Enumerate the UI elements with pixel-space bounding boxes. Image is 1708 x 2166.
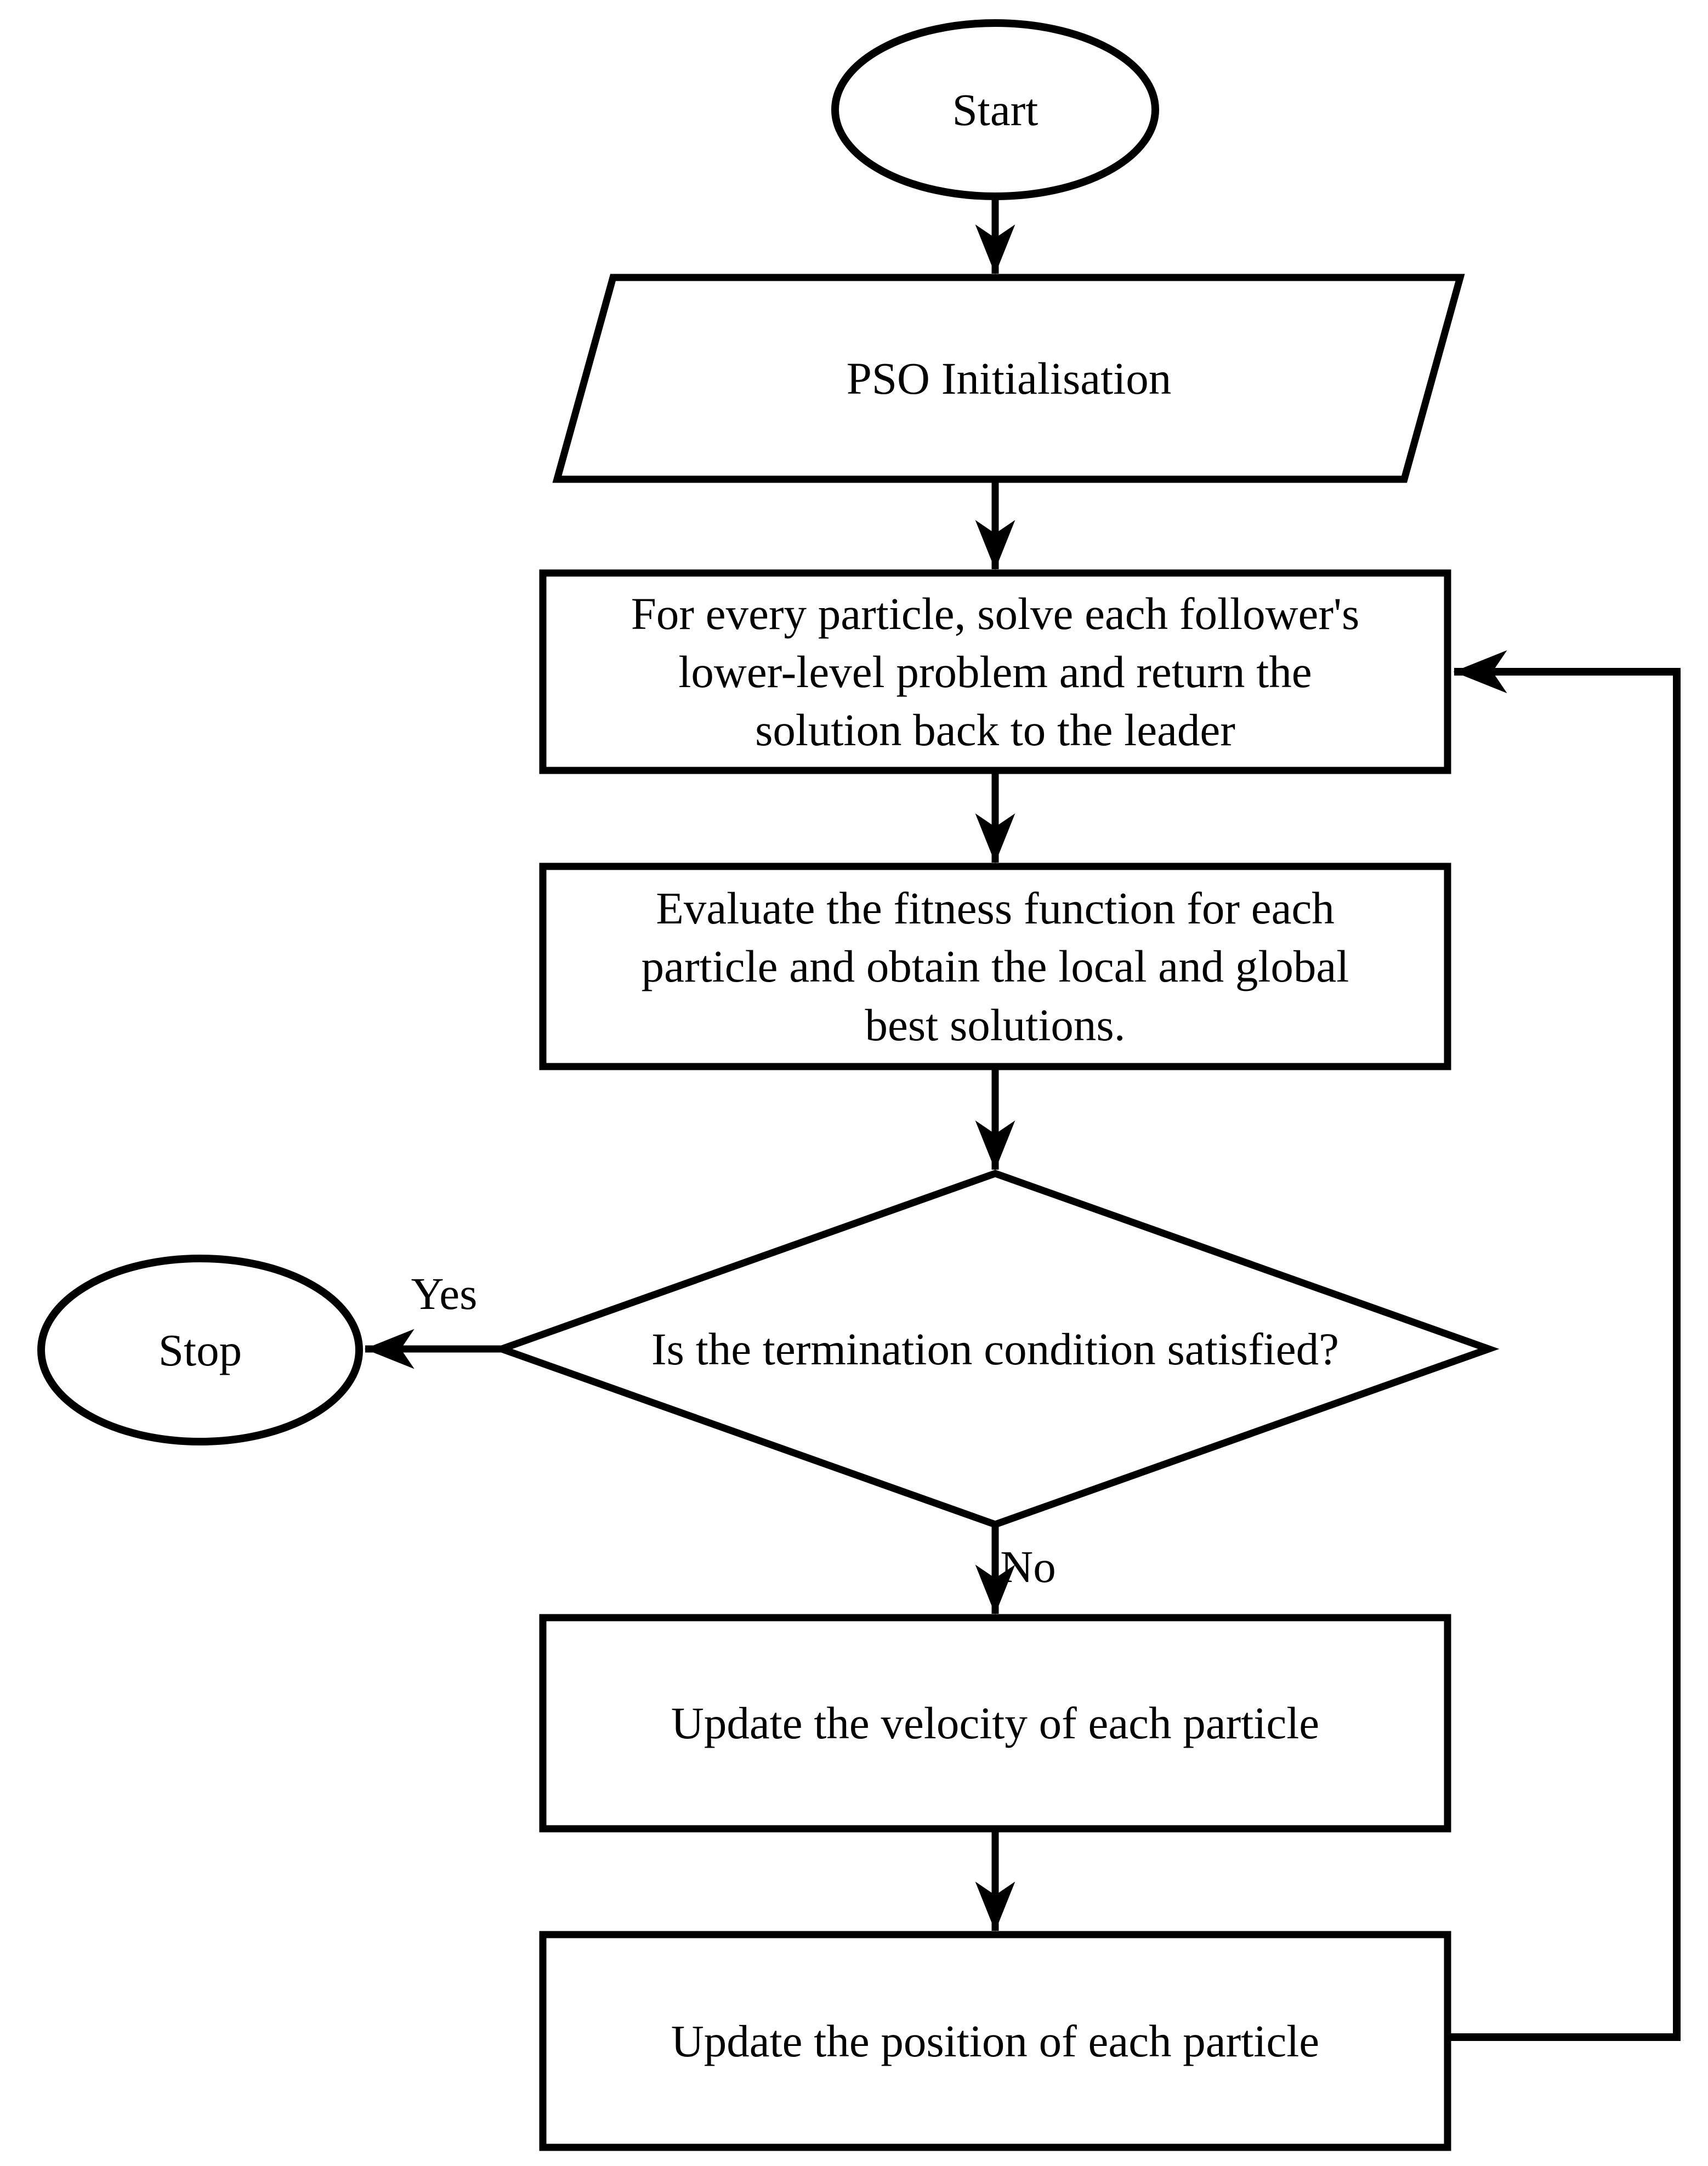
pso-initialisation-parallelogram xyxy=(552,274,1465,483)
stop-label: Stop xyxy=(158,1325,242,1376)
solve-follower-process-box xyxy=(539,569,1451,774)
velocity-label: Update the velocity of each particle xyxy=(671,1698,1320,1749)
decision-label: Is the termination condition satisfied? xyxy=(651,1323,1339,1374)
edge-position-loop-to-solve xyxy=(1450,650,1681,2041)
start-label: Start xyxy=(952,84,1039,135)
init-label: PSO Initialisation xyxy=(846,353,1172,404)
stop-terminator xyxy=(37,1255,363,1445)
update-position-process-box xyxy=(539,1931,1451,2151)
evaluate-fitness-process-box xyxy=(539,863,1451,1070)
no-edge-label: No xyxy=(1000,1541,1056,1592)
yes-edge-label: Yes xyxy=(411,1268,478,1319)
evaluate-label: Evaluate the fitness function for each p… xyxy=(641,883,1349,1050)
solve-label: For every particle, solve each follower'… xyxy=(631,588,1360,756)
update-velocity-process-box xyxy=(539,1614,1451,1833)
position-label: Update the position of each particle xyxy=(671,2015,1320,2066)
